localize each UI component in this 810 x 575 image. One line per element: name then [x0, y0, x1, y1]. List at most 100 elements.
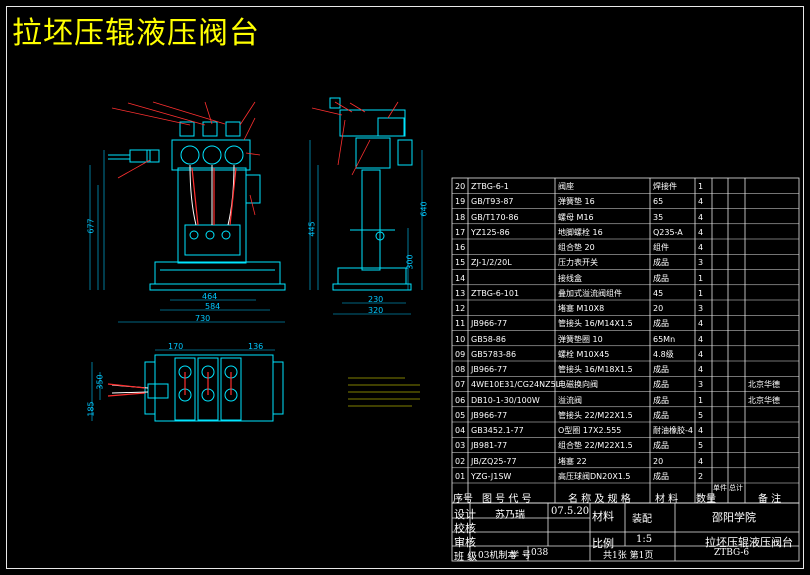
- bom-cell-code: 4WE10E31/CG24NZ5L: [471, 380, 561, 390]
- bom-header-unit-weight: 单件: [713, 484, 727, 492]
- bom-cell-name: 管接头 16/M18X1.5: [558, 365, 633, 374]
- dim-136: 136: [248, 342, 264, 351]
- bom-cell-material: 20: [653, 456, 664, 466]
- bom-cell-code: ZJ-1/2/20L: [471, 258, 512, 268]
- bom-cell-code: GB/T170-86: [471, 212, 519, 222]
- bom-cell-material: 4.8级: [653, 349, 674, 359]
- dim-320: 320: [368, 306, 384, 315]
- bom-cell-name: 弹簧垫 16: [558, 197, 595, 207]
- technical-notes: [348, 377, 420, 407]
- dim-640: 640: [419, 201, 429, 217]
- bom-cell-no: 06: [455, 395, 466, 405]
- bom-cell-no: 03: [455, 441, 466, 451]
- bom-header-remark: 备 注: [758, 494, 782, 505]
- tb-class-value: 03机制本: [478, 551, 517, 561]
- bom-cell-code: GB58-86: [471, 334, 506, 344]
- bom-cell-no: 11: [455, 319, 466, 329]
- bom-cell-material: 成品: [653, 319, 669, 329]
- bom-cell-remark: 北京华德: [748, 380, 780, 390]
- dimension-lines: [89, 140, 423, 421]
- tb-design-label: 设计: [454, 508, 476, 521]
- bom-cell-name: 高压球阀DN20X1.5: [558, 471, 631, 481]
- bom-header-name: 名 称 及 规 格: [568, 494, 631, 505]
- bom-cell-qty: 4: [698, 319, 704, 329]
- bom-cell-no: 15: [455, 258, 466, 268]
- bom-cell-qty: 3: [698, 258, 704, 268]
- bom-cell-material: 成品: [653, 380, 669, 390]
- bom-cell-material: Q235-A: [653, 227, 683, 237]
- bom-cell-code: YZG-J1SW: [471, 471, 512, 481]
- bom-cell-qty: 5: [698, 410, 704, 420]
- dim-677: 677: [86, 218, 96, 234]
- bom-cell-material: 成品: [653, 395, 669, 405]
- tb-product: 拉坯压辊液压阀台: [705, 536, 793, 549]
- bom-cell-qty: 1: [698, 182, 704, 191]
- bom-cell-name: 压力表开关: [558, 258, 598, 268]
- bom-cell-no: 08: [455, 365, 466, 374]
- bom-cell-name: 螺母 M16: [558, 212, 594, 222]
- bom-cell-name: 接线盒: [558, 273, 582, 283]
- dim-730: 730: [195, 314, 211, 323]
- bom-cell-code: GB3452.1-77: [471, 426, 524, 435]
- bom-cell-no: 17: [455, 227, 466, 237]
- bom-cell-name: O型圈 17X2.555: [558, 426, 622, 435]
- bom-cell-qty: 2: [698, 471, 704, 481]
- bom-cell-name: 地脚螺栓 16: [558, 227, 603, 237]
- bom-cell-material: 20: [653, 304, 664, 313]
- bom-cell-code: GB/T93-87: [471, 197, 514, 207]
- tb-proof-label: 校核: [454, 522, 476, 535]
- bom-header-no: 序号: [453, 494, 473, 505]
- bom-cell-qty: 4: [698, 349, 704, 359]
- bom-cell-no: 16: [455, 243, 466, 252]
- bom-cell-material: 焊接件: [653, 182, 677, 191]
- bom-cell-qty: 4: [698, 212, 704, 222]
- drawing-frame: [6, 6, 804, 569]
- dim-350: 350: [95, 374, 105, 390]
- tb-scale-label: 比例: [592, 537, 614, 550]
- dim-170: 170: [168, 342, 184, 351]
- bom-cell-no: 05: [455, 410, 466, 420]
- tb-school: 邵阳学院: [712, 511, 756, 524]
- leader-lines: [111, 101, 399, 216]
- bom-cell-code: GB5783-86: [471, 349, 517, 359]
- bom-cell-no: 01: [455, 471, 466, 481]
- bom-cell-no: 10: [455, 334, 466, 344]
- bom-cell-no: 07: [455, 380, 466, 390]
- bom-cell-qty: 5: [698, 441, 704, 451]
- tb-class-label: 班 级: [454, 552, 478, 563]
- bom-cell-name: 溢流阀: [558, 395, 582, 405]
- bom-cell-material: 成品: [653, 365, 669, 374]
- side-view: [329, 97, 413, 291]
- bom-cell-name: 管接头 16/M14X1.5: [558, 319, 633, 329]
- bom-cell-material: 45: [653, 288, 664, 298]
- dim-584: 584: [205, 302, 221, 311]
- bom-cell-code: ZTBG-6-1: [471, 182, 509, 191]
- bom-cell-code: DB10-1-30/100W: [471, 395, 540, 405]
- bom-cell-name: 叠加式溢流阀组件: [558, 288, 622, 298]
- bom-cell-material: 组件: [653, 243, 669, 252]
- bom-cell-code: JB966-77: [471, 410, 508, 420]
- bom-cell-material: 成品: [653, 258, 669, 268]
- bom-cell-no: 12: [455, 304, 466, 313]
- bom-cell-name: 组合垫 22/M22X1.5: [558, 441, 633, 451]
- bom-cell-name: 组合垫 20: [558, 243, 595, 252]
- bom-cell-name: 堵塞 22: [558, 456, 587, 466]
- tb-date: 07.5.20: [551, 506, 590, 517]
- bom-cell-name: 螺栓 M10X45: [558, 349, 610, 359]
- bom-cell-qty: 1: [698, 288, 704, 298]
- bom-cell-qty: 3: [698, 304, 704, 313]
- hose-lines: [107, 167, 237, 397]
- bom-cell-no: 04: [455, 426, 466, 435]
- bom-cell-qty: 4: [698, 365, 704, 374]
- bom-cell-name: 电磁换向阀: [558, 380, 598, 390]
- drawing-title: 拉坯压辊液压阀台: [12, 16, 260, 51]
- bom-cell-code: JB/ZQ25-77: [471, 456, 517, 466]
- tb-drawing-no: ZTBG-6: [714, 548, 750, 558]
- bom-cell-name: 管接头 22/M22X1.5: [558, 410, 633, 420]
- bom-cell-qty: 4: [698, 227, 704, 237]
- tb-scale: 1:5: [636, 534, 653, 545]
- top-view: [144, 354, 284, 422]
- bom-cell-material: 成品: [653, 471, 669, 481]
- bom-cell-no: 02: [455, 456, 466, 466]
